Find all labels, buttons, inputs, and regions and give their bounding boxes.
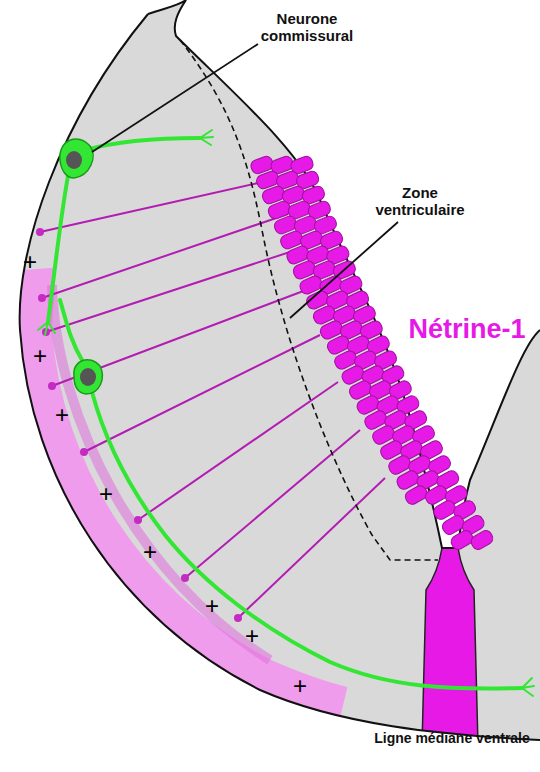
- radial-glia: [36, 178, 385, 622]
- plus-sign: +: [143, 540, 157, 564]
- plus-sign: +: [205, 594, 219, 618]
- leader-line: [290, 222, 398, 318]
- glia-endfoot: [234, 614, 242, 622]
- ventricular-zone-cells: [249, 155, 495, 552]
- plus-sign: +: [23, 250, 37, 274]
- plus-sign: +: [245, 624, 259, 648]
- glia-fibre: [40, 178, 280, 232]
- glia-endfoot: [38, 294, 46, 302]
- netrin-label: Nétrine-1: [398, 314, 536, 345]
- plus-sign: +: [99, 482, 113, 506]
- glia-fibre: [52, 290, 306, 386]
- midline-label: Ligne médiane ventrale: [368, 730, 536, 746]
- glia-endfoot: [181, 574, 189, 582]
- glia-fibre: [84, 335, 320, 452]
- glia-endfoot: [36, 228, 44, 236]
- glia-fibre: [185, 430, 360, 578]
- glia-endfoot: [48, 382, 56, 390]
- pial-band: [20, 270, 340, 718]
- ventricular-zone-boundary: [180, 40, 438, 560]
- glia-endfoot: [80, 448, 88, 456]
- ventricle-outline: [148, 0, 540, 548]
- glia-fibre: [238, 478, 385, 618]
- leader-line: [92, 44, 258, 152]
- zone-label: Zone ventriculaire: [360, 184, 480, 219]
- glia-fibre: [42, 214, 288, 298]
- tissue-outline: [20, 14, 540, 740]
- plus-sign: +: [55, 403, 69, 427]
- glia-fibre: [138, 382, 338, 520]
- floor-plate: [422, 548, 478, 745]
- glia-fibre: [46, 250, 296, 332]
- commissural-neurons: [38, 130, 534, 696]
- glia-endfoot: [134, 516, 142, 524]
- plus-sign: +: [33, 344, 47, 368]
- plus-sign: +: [293, 674, 307, 698]
- ventricular-cell: [469, 528, 495, 551]
- neuron-label: Neurone commissural: [255, 10, 359, 45]
